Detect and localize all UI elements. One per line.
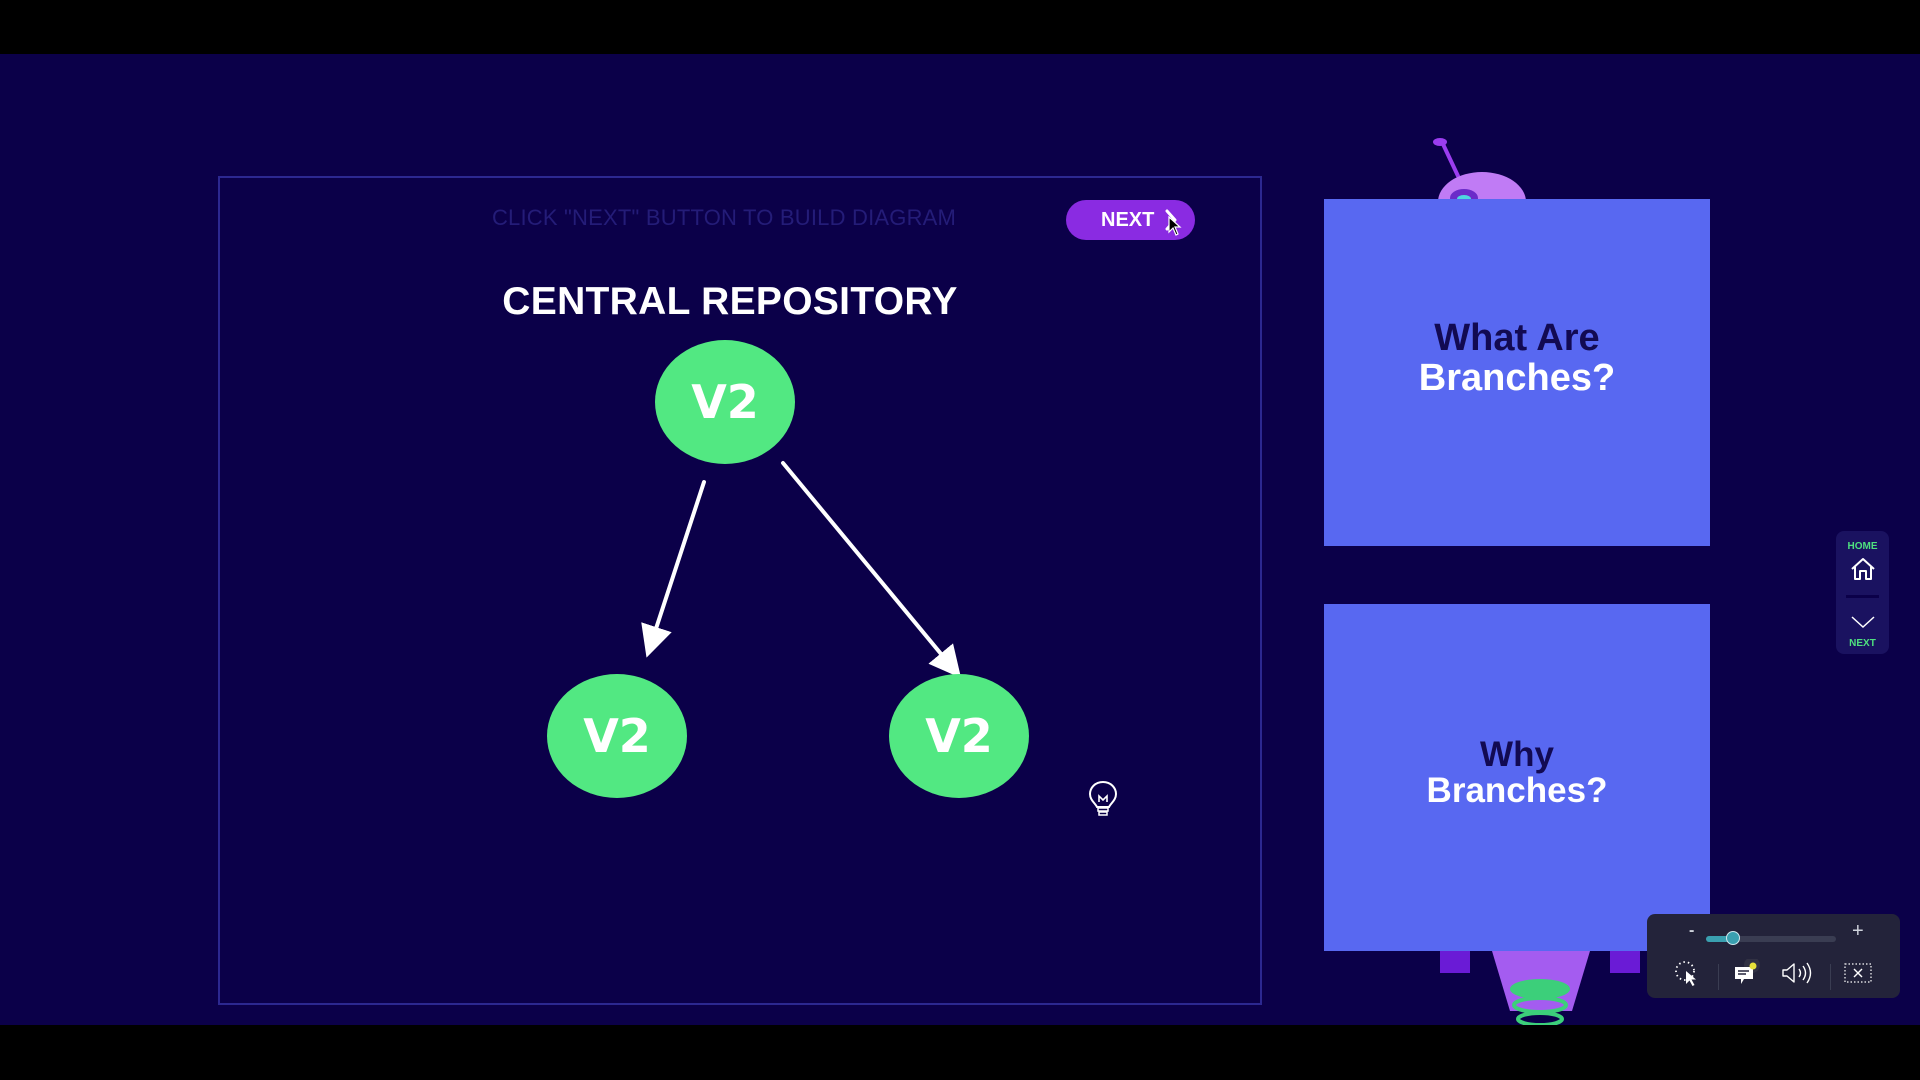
letterbox-bottom xyxy=(0,1025,1920,1080)
cursor-click-icon xyxy=(1675,961,1696,986)
robot-mascot-base-icon xyxy=(1440,951,1640,1025)
card-1-line-1: What Are xyxy=(1434,316,1600,359)
volume-button[interactable] xyxy=(1780,958,1814,988)
control-separator xyxy=(1718,964,1719,990)
card-2-line-1: Why xyxy=(1480,734,1554,774)
exit-fullscreen-icon xyxy=(1844,963,1872,983)
card-1-line-2: Branches? xyxy=(1418,356,1616,399)
node-label-right: V2 xyxy=(925,709,993,763)
captions-icon xyxy=(1735,959,1760,984)
player-controls: - + xyxy=(1647,914,1900,998)
card-why-branches[interactable]: Why Branches? xyxy=(1324,604,1710,951)
zoom-slider[interactable] xyxy=(1706,931,1836,945)
next-button-label: NEXT xyxy=(1101,208,1155,231)
node-left xyxy=(547,674,687,798)
diagram-title: CENTRAL REPOSITORY xyxy=(502,280,958,323)
zoom-in-button[interactable]: + xyxy=(1852,920,1864,942)
node-central xyxy=(655,340,795,464)
captions-button[interactable] xyxy=(1729,958,1763,988)
instruction-text: CLICK "NEXT" BUTTON TO BUILD DIAGRAM xyxy=(491,205,957,230)
chevron-down-icon xyxy=(1851,616,1875,629)
card-2-line-2: Branches? xyxy=(1426,770,1608,810)
home-label: HOME xyxy=(1847,541,1878,552)
letterbox-top xyxy=(0,0,1920,54)
node-right xyxy=(889,674,1029,798)
zoom-slider-fill xyxy=(1706,936,1734,942)
zoom-out-button[interactable]: - xyxy=(1689,922,1695,939)
side-navigation: HOME NEXT xyxy=(1836,531,1889,654)
card-what-are-branches[interactable]: What Are Branches? xyxy=(1324,199,1710,546)
next-label: NEXT xyxy=(1849,638,1876,649)
lightbulb-icon[interactable] xyxy=(1088,780,1118,820)
speaker-icon xyxy=(1782,962,1812,984)
exit-fullscreen-button[interactable] xyxy=(1841,958,1875,988)
robot-mascot-head-icon xyxy=(1433,138,1526,200)
mouse-pointer-icon xyxy=(1168,216,1182,236)
diagram-frame xyxy=(218,176,1262,1005)
control-separator xyxy=(1830,964,1831,990)
cursor-highlight-button[interactable] xyxy=(1671,958,1705,988)
next-button[interactable]: NEXT xyxy=(1066,200,1195,240)
nav-divider xyxy=(1846,595,1879,598)
home-icon xyxy=(1851,558,1875,580)
node-label-left: V2 xyxy=(583,709,651,763)
node-label-central: V2 xyxy=(691,375,759,429)
zoom-slider-thumb[interactable] xyxy=(1726,931,1741,945)
